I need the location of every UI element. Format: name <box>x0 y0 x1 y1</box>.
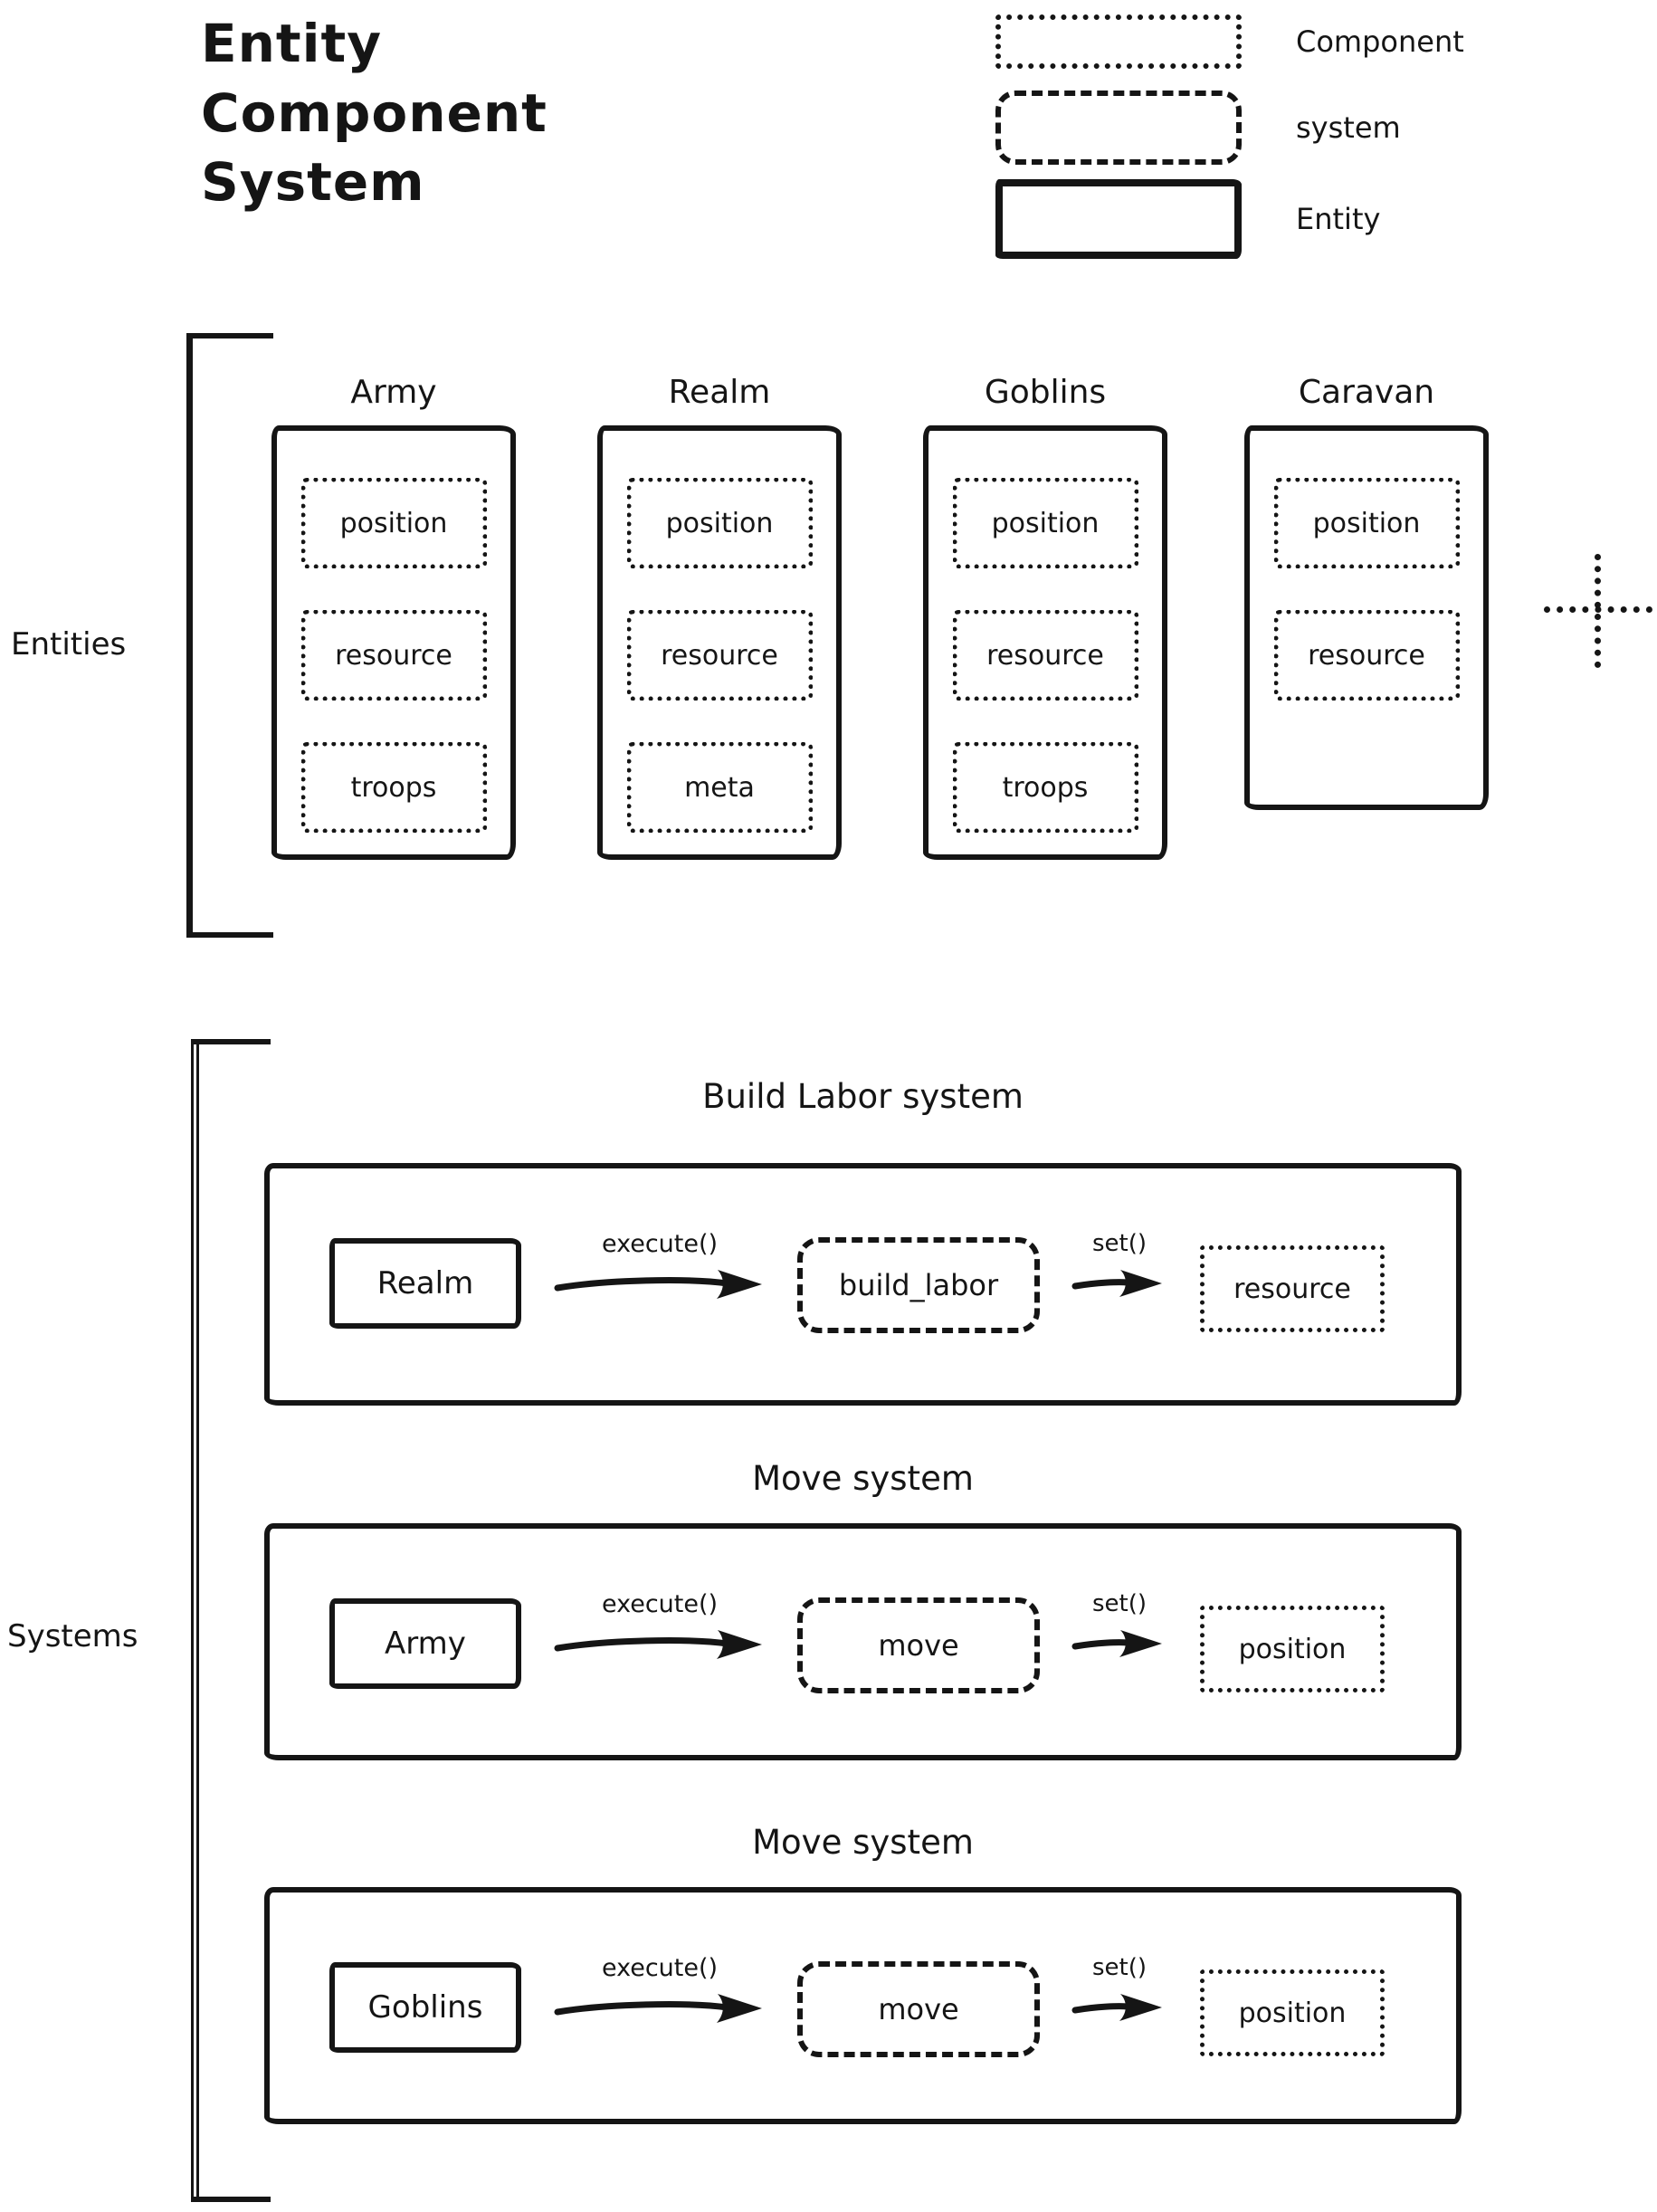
system-fn-label: move <box>878 1628 959 1663</box>
component-box-resource: resource <box>952 610 1138 701</box>
system-entity-label: Goblins <box>367 1989 483 2026</box>
system-component-box: resource <box>1200 1245 1385 1332</box>
entity-card-army: position resource troops <box>271 425 516 860</box>
system-box: Army execute() move set() position <box>264 1523 1462 1760</box>
system-entity-box: Realm <box>329 1238 521 1329</box>
system-entity-label: Army <box>385 1626 466 1662</box>
entity-card-caravan: position resource <box>1244 425 1489 810</box>
entities-bracket <box>186 333 277 938</box>
entity-card-realm: position resource meta <box>597 425 842 860</box>
system-title: Move system <box>752 1823 974 1862</box>
system-fn-label: build_labor <box>838 1268 999 1302</box>
system-entity-box: Goblins <box>329 1962 521 2053</box>
page-title-line: Entity <box>201 13 383 74</box>
bracket-line-inner <box>196 1039 199 2202</box>
entities-section-label: Entities <box>11 626 127 663</box>
legend-label: system <box>1296 110 1401 145</box>
execute-arrow-icon <box>554 1630 762 1659</box>
system-entity-label: Realm <box>376 1265 474 1301</box>
legend-swatch-dotted <box>995 14 1242 69</box>
entity-title-realm: Realm <box>668 374 771 411</box>
bracket-stub-bottom <box>186 932 273 938</box>
system-component-box: position <box>1200 1969 1385 2056</box>
component-box-position: position <box>1273 478 1460 568</box>
legend-label: Entity <box>1296 202 1381 236</box>
system-component-label: position <box>1238 1633 1347 1665</box>
component-box-troops: troops <box>952 742 1138 833</box>
legend-swatch-dashed <box>995 91 1242 165</box>
bracket-stub-bottom <box>191 2197 271 2202</box>
bracket-stub-top <box>191 1039 271 1044</box>
system-box: Goblins execute() move set() position <box>264 1887 1462 2124</box>
component-box-resource: resource <box>1273 610 1460 701</box>
system-box: Realm execute() build_labor set() resour… <box>264 1163 1462 1406</box>
entity-card-goblins: position resource troops <box>923 425 1167 860</box>
set-arrow-icon <box>1071 1630 1162 1657</box>
systems-section-label: Systems <box>7 1618 138 1654</box>
execute-arrow-icon <box>554 1994 762 2023</box>
execute-arrow-icon <box>554 1270 762 1299</box>
system-component-label: resource <box>1233 1273 1351 1305</box>
component-box-position: position <box>626 478 813 568</box>
execute-call-label: execute() <box>601 1954 719 1982</box>
set-arrow-icon <box>1071 1994 1162 2021</box>
system-fn-label: move <box>878 1992 959 2026</box>
component-box-meta: meta <box>626 742 813 833</box>
system-title: Move system <box>752 1459 974 1498</box>
set-call-label: set() <box>1091 1954 1148 1981</box>
component-box-position: position <box>300 478 487 568</box>
page-title-line: Component <box>201 81 548 144</box>
entity-title-army: Army <box>350 374 437 411</box>
component-box-position: position <box>952 478 1138 568</box>
page-title-line: System <box>201 151 425 214</box>
plus-vertical-line <box>1595 554 1601 668</box>
set-call-label: set() <box>1091 1230 1148 1257</box>
component-box-resource: resource <box>626 610 813 701</box>
system-component-box: position <box>1200 1606 1385 1692</box>
legend-swatch-solid <box>995 179 1242 259</box>
execute-call-label: execute() <box>601 1230 719 1258</box>
component-box-troops: troops <box>300 742 487 833</box>
component-box-resource: resource <box>300 610 487 701</box>
bracket-line <box>186 333 193 938</box>
system-fn-box: move <box>797 1961 1040 2057</box>
execute-call-label: execute() <box>601 1590 719 1618</box>
bracket-line-outer <box>191 1039 194 2202</box>
legend-label: Component <box>1296 24 1464 59</box>
system-fn-box: build_labor <box>797 1237 1040 1333</box>
system-component-label: position <box>1238 1997 1347 2029</box>
entity-title-caravan: Caravan <box>1298 374 1435 411</box>
systems-bracket <box>191 1039 281 2202</box>
bracket-stub-top <box>186 333 273 338</box>
system-entity-box: Army <box>329 1598 521 1689</box>
entity-title-goblins: Goblins <box>984 374 1107 411</box>
system-fn-box: move <box>797 1597 1040 1693</box>
set-arrow-icon <box>1071 1270 1162 1297</box>
set-call-label: set() <box>1091 1590 1148 1617</box>
system-title: Build Labor system <box>702 1077 1024 1116</box>
